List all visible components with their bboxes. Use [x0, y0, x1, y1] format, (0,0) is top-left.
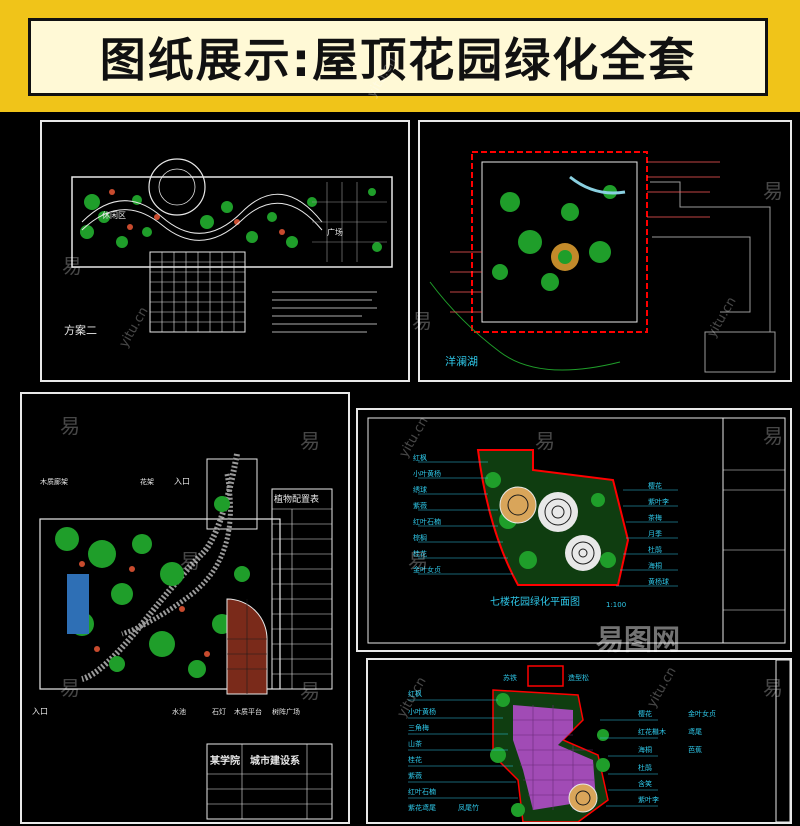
right-label-6: 海桐 — [648, 561, 662, 570]
left-label-3: 绣球 — [413, 485, 427, 494]
p5-right-label-9: 芭蕉 — [688, 745, 702, 754]
plan-drawing-1: 休闲区 广场 方案二 — [64, 158, 393, 337]
right-label-1: 樱花 — [648, 481, 662, 490]
school-label: 某学院 — [210, 754, 240, 767]
left-label-5: 红叶石楠 — [413, 517, 441, 526]
p5-left-label-1: 红枫 — [408, 689, 422, 698]
left-label-7: 桂花 — [413, 549, 427, 558]
right-label-7: 黄杨球 — [648, 577, 669, 586]
left-label-1: 红枫 — [413, 453, 427, 462]
area-label-plaza: 广场 — [327, 227, 343, 237]
p5-right-label-2: 红花檵木 — [638, 727, 666, 736]
label-lamp: 石灯 — [212, 707, 226, 716]
p5-right-label-6: 紫叶李 — [638, 795, 659, 804]
right-label-5: 杜鹃 — [648, 545, 662, 554]
p5-left-label-8: 紫花鸢尾 — [408, 803, 436, 812]
left-label-6: 棕榈 — [413, 533, 427, 542]
p5-right-label-5: 含笑 — [638, 779, 652, 788]
entrance-bottom-label: 入口 — [32, 707, 48, 716]
top-label-1: 苏铁 — [503, 673, 517, 682]
p5-left-label-2: 小叶黄杨 — [408, 707, 436, 716]
department-label: 城市建设系 — [250, 754, 300, 767]
p5-left-label-7: 红叶石楠 — [408, 787, 436, 796]
plan-title: 七楼花园绿化平面图 — [490, 595, 580, 608]
label-pergola: 木质廊架 — [40, 477, 68, 486]
title-banner: 图纸展示:屋顶花园绿化全套 — [0, 0, 800, 112]
right-label-3: 茶梅 — [648, 513, 662, 522]
plan-drawing-3: 植物配置表 入口 入口 木质廊架 花架 水池 石灯 木质平台 树阵广场 某学院 … — [32, 453, 333, 820]
left-label-2: 小叶黄杨 — [413, 469, 441, 478]
p5-left-label-5: 桂花 — [408, 755, 422, 764]
lake-label: 洋澜湖 — [445, 354, 478, 368]
scheme-label: 方案二 — [64, 323, 97, 337]
banner-title: 图纸展示:屋顶花园绿化全套 — [99, 33, 697, 87]
top-label-2: 造型松 — [568, 673, 589, 682]
p5-right-label-8: 鸢尾 — [688, 727, 702, 736]
label-pond: 水池 — [172, 707, 186, 716]
label-deck: 木质平台 — [234, 707, 262, 716]
p5-right-label-7: 金叶女贞 — [688, 709, 716, 718]
p5-left-label-3: 三角梅 — [408, 723, 429, 732]
p5-right-label-1: 樱花 — [638, 709, 652, 718]
left-label-8: 金叶女贞 — [413, 565, 441, 574]
right-label-4: 月季 — [648, 529, 662, 538]
plan-drawing-5: 苏铁 造型松 红枫 小叶黄杨 三角梅 山茶 桂花 紫薇 红叶石楠 紫花鸢尾 凤尾… — [408, 659, 791, 823]
p5-left-label-6: 紫薇 — [408, 771, 422, 780]
drawing-sheet-purple-plaza-plan: 苏铁 造型松 红枫 小叶黄杨 三角梅 山茶 桂花 紫薇 红叶石楠 紫花鸢尾 凤尾… — [366, 658, 792, 824]
label-trellis: 花架 — [140, 477, 154, 486]
drawing-sheet-site-plan: 洋澜湖 — [418, 120, 792, 382]
plant-table-title: 植物配置表 — [274, 493, 319, 505]
plan-drawing-4: 红枫 小叶黄杨 绣球 紫薇 红叶石楠 棕榈 桂花 金叶女贞 樱花 紫叶李 茶梅 … — [367, 417, 786, 644]
p5-right-label-4: 杜鹃 — [638, 763, 652, 772]
drawing-sheet-garden-plan: 植物配置表 入口 入口 木质廊架 花架 水池 石灯 木质平台 树阵广场 某学院 … — [20, 392, 350, 824]
plan-scale: 1:100 — [606, 601, 626, 609]
drawing-sheet-seventh-floor-plan: 红枫 小叶黄杨 绣球 紫薇 红叶石楠 棕榈 桂花 金叶女贞 樱花 紫叶李 茶梅 … — [356, 408, 792, 652]
p5-right-label-3: 海桐 — [638, 745, 652, 754]
p5-left-label-9: 凤尾竹 — [458, 803, 479, 812]
drawing-sheet-plan-scheme-two: 休闲区 广场 方案二 — [40, 120, 410, 382]
title-frame: 图纸展示:屋顶花园绿化全套 — [28, 18, 768, 96]
label-tree-plaza: 树阵广场 — [272, 707, 300, 716]
plan-drawing-2: 洋澜湖 — [429, 151, 776, 373]
right-label-2: 紫叶李 — [648, 497, 669, 506]
p5-left-label-4: 山茶 — [408, 739, 422, 748]
left-label-4: 紫薇 — [413, 501, 427, 510]
area-label-leisure: 休闲区 — [102, 210, 126, 220]
entrance-top-label: 入口 — [174, 477, 190, 486]
